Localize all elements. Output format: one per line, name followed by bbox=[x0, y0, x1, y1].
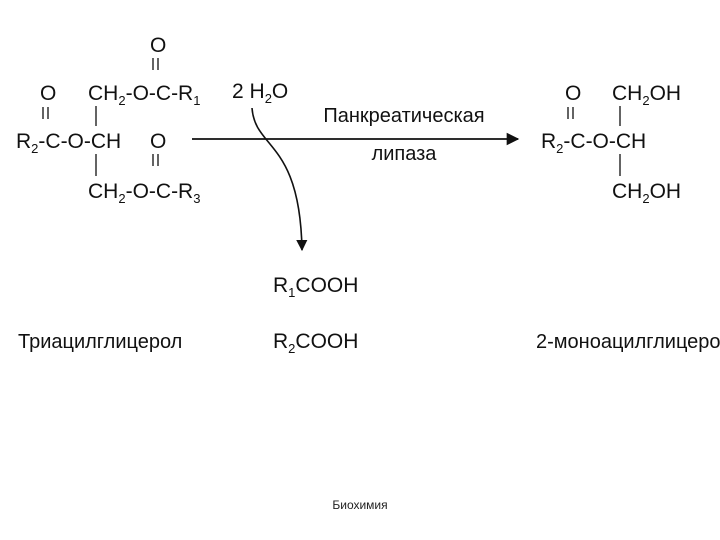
mag-ester-row: R2-C-O-CH bbox=[541, 130, 646, 156]
tag-row2: R2-C-O-CH bbox=[16, 130, 121, 156]
triacylglycerol-structure: O O O CH2-O-C-R1 R2-C-O-CH CH2-O-C-R3 Тр… bbox=[16, 34, 200, 353]
enzyme-name-line2: липаза bbox=[372, 143, 438, 165]
tag-mid-carbonyl-oxygen: O bbox=[40, 82, 56, 105]
mag-carbonyl-oxygen: O bbox=[565, 82, 581, 105]
tag-double-bonds bbox=[42, 58, 159, 166]
triacylglycerol-label: Триацилглицерол bbox=[18, 331, 182, 353]
tag-low-carbonyl-oxygen: O bbox=[150, 130, 166, 153]
tag-top-carbonyl-oxygen: O bbox=[150, 34, 166, 57]
enzyme-name-line1: Панкреатическая bbox=[323, 105, 484, 127]
fatty-acid-products: R1COOH R2COOH bbox=[273, 274, 358, 356]
tag-row3: CH2-O-C-R3 bbox=[88, 180, 200, 206]
tag-row1: CH2-O-C-R1 bbox=[88, 82, 200, 108]
mag-double-bond bbox=[567, 107, 574, 119]
mag-bottom-ch2oh: CH2OH bbox=[612, 180, 681, 206]
slide-footer: Биохимия bbox=[332, 498, 388, 512]
water-reagent: 2 H2O bbox=[232, 80, 288, 106]
monoacylglycerol-structure: O CH2OH R2-C-O-CH CH2OH 2-моноацилглицер… bbox=[536, 82, 720, 353]
product-acid-r1: R1COOH bbox=[273, 274, 358, 300]
mag-top-ch2oh: CH2OH bbox=[612, 82, 681, 108]
products-branch-arrow bbox=[251, 107, 308, 252]
reaction-conditions: 2 H2O Панкреатическая липаза bbox=[192, 80, 520, 252]
monoacylglycerol-label: 2-моноацилглицерол bbox=[536, 331, 720, 353]
product-acid-r2: R2COOH bbox=[273, 330, 358, 356]
